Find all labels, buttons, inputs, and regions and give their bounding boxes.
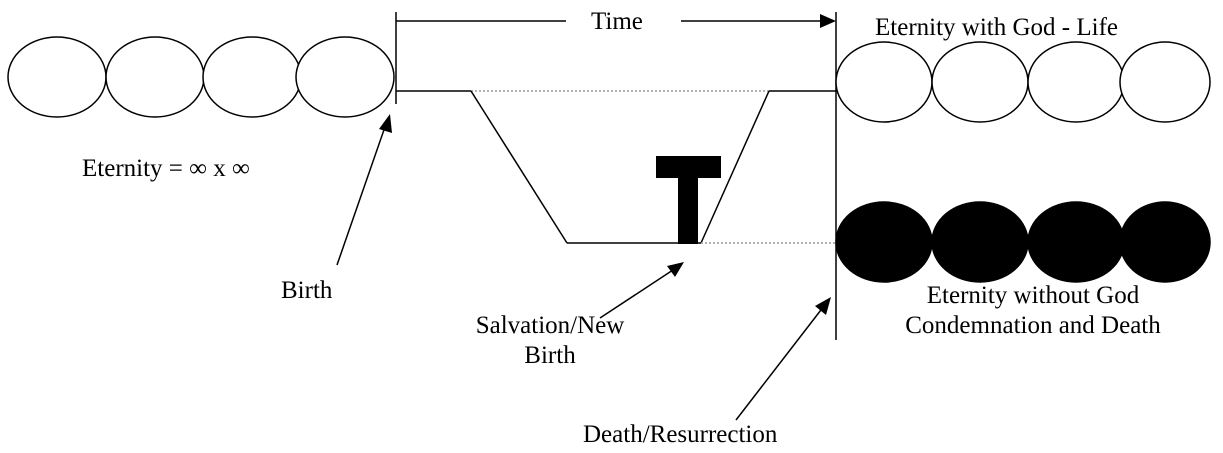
eternity-past-ellipse: [7, 36, 107, 118]
salvation-label: Salvation/New Birth: [460, 311, 640, 371]
birth-arrowhead: [379, 114, 392, 133]
salvation-arrow: [599, 267, 677, 319]
time-label: Time: [591, 8, 643, 35]
salvation-arrowhead: [667, 262, 684, 277]
eternity-past-ellipse: [295, 36, 395, 118]
birth-arrow: [336, 123, 387, 266]
cross-icon: [656, 156, 721, 244]
eternity-past-chain: [7, 36, 395, 118]
eternity-life-ellipse: [835, 41, 933, 123]
time-arrowhead: [820, 14, 836, 28]
eternity-life-ellipse: [931, 41, 1029, 123]
eternity-death-ellipse: [1119, 201, 1211, 283]
eternity-life-ellipse: [1027, 41, 1125, 123]
eternity-without-god-line1: Eternity without God: [926, 282, 1140, 309]
eternity-life-ellipse: [1119, 41, 1211, 123]
eternity-life-chain: [835, 41, 1211, 123]
death-arrow: [735, 305, 825, 421]
trough-right-slope: [700, 90, 770, 244]
death-resurrection-label: Death/Resurrection: [583, 421, 778, 448]
eternity-death-chain: [835, 201, 1211, 283]
eternity-death-ellipse: [835, 201, 933, 283]
pointer-arrows: [336, 114, 831, 421]
time-span: [395, 12, 837, 340]
eternity-formula-label: Eternity = ∞ x ∞: [82, 155, 250, 182]
eternity-past-ellipse: [202, 36, 302, 118]
death-arrowhead: [815, 297, 831, 315]
trough-left-slope: [470, 90, 568, 244]
eternity-past-ellipse: [105, 36, 205, 118]
eternity-death-ellipse: [1027, 201, 1125, 283]
eternity-without-god-label: Eternity without God Condemnation and De…: [863, 281, 1203, 341]
salvation-label-line1: Salvation/New: [475, 312, 625, 339]
eternity-with-god-label: Eternity with God - Life: [875, 14, 1118, 41]
life-path: [396, 90, 836, 244]
birth-label: Birth: [281, 277, 333, 304]
eternity-death-ellipse: [931, 201, 1029, 283]
eternity-without-god-line2: Condemnation and Death: [905, 312, 1161, 339]
salvation-label-line2: Birth: [524, 342, 576, 369]
